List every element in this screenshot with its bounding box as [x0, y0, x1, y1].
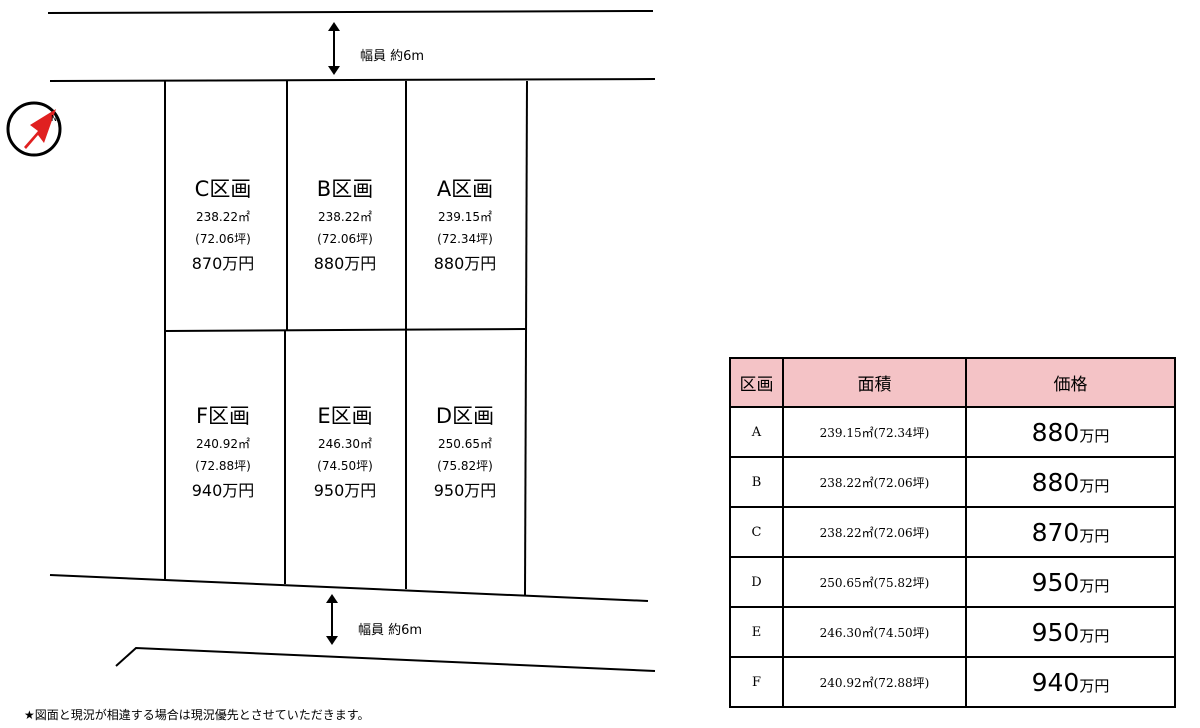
plot-tsubo: (74.50坪) — [317, 459, 373, 473]
plot-area: 246.30㎡ — [318, 437, 372, 451]
plot-price: 880万円 — [433, 254, 497, 273]
plot-name: F区画 — [195, 404, 251, 428]
north-letter: N — [51, 114, 57, 123]
plot-name: C区画 — [194, 177, 252, 201]
price-number: 880 — [1031, 467, 1080, 497]
footnote: ★図面と現況が相違する場合は現況優先とさせていただきます。 — [24, 708, 370, 722]
plot-label-d: D区画 250.65㎡ (75.82坪) 950万円 — [405, 403, 525, 504]
cell-plot: F — [729, 656, 784, 708]
price-unit: 万円 — [1079, 476, 1110, 495]
cell-plot: D — [729, 556, 784, 608]
plot-label-b: B区画 238.22㎡ (72.06坪) 880万円 — [285, 176, 405, 277]
header-area: 面積 — [782, 357, 967, 408]
cell-area: 250.65㎡(75.82坪) — [782, 556, 967, 608]
price-number: 870 — [1031, 517, 1080, 547]
road-width-arrow-bottom — [326, 594, 338, 645]
plot-area: 238.22㎡ — [318, 210, 372, 224]
header-plot: 区画 — [729, 357, 784, 408]
plot-tsubo: (72.88坪) — [195, 459, 251, 473]
cell-plot: E — [729, 606, 784, 658]
plot-name: B区画 — [316, 177, 374, 201]
road-edge-top-inner — [49, 78, 656, 82]
road-width-label-bottom: 幅員 約6m — [358, 623, 423, 638]
plot-price: 870万円 — [191, 254, 255, 273]
cell-area: 240.92㎡(72.88坪) — [782, 656, 967, 708]
cell-plot: A — [729, 406, 784, 458]
price-number: 940 — [1031, 667, 1080, 697]
cell-area: 238.22㎡(72.06坪) — [782, 456, 967, 508]
road-edge-bottom-inner — [49, 574, 649, 602]
cell-plot: C — [729, 506, 784, 558]
plot-tsubo: (75.82坪) — [437, 459, 493, 473]
cell-price: 950万円 — [965, 606, 1176, 658]
road-width-label-top: 幅員 約6m — [360, 49, 425, 64]
price-number: 950 — [1031, 617, 1080, 647]
plot-label-e: E区画 246.30㎡ (74.50坪) 950万円 — [285, 403, 405, 504]
plot-area: 250.65㎡ — [438, 437, 492, 451]
plot-label-a: A区画 239.15㎡ (72.34坪) 880万円 — [405, 176, 525, 277]
cell-price: 880万円 — [965, 406, 1176, 458]
price-unit: 万円 — [1079, 576, 1110, 595]
road-width-arrow-top — [328, 22, 340, 75]
price-unit: 万円 — [1079, 426, 1110, 445]
price-unit: 万円 — [1079, 526, 1110, 545]
plot-label-c: C区画 238.22㎡ (72.06坪) 870万円 — [163, 176, 283, 277]
plot-tsubo: (72.06坪) — [195, 232, 251, 246]
cell-area: 246.30㎡(74.50坪) — [782, 606, 967, 658]
plot-label-f: F区画 240.92㎡ (72.88坪) 940万円 — [163, 403, 283, 504]
plot-price: 950万円 — [313, 481, 377, 500]
plot-tsubo: (72.06坪) — [317, 232, 373, 246]
road-edge-top-outer — [47, 10, 654, 14]
price-number: 880 — [1031, 417, 1080, 447]
plot-area: 240.92㎡ — [196, 437, 250, 451]
plot-price: 940万円 — [191, 481, 255, 500]
price-number: 950 — [1031, 567, 1080, 597]
price-unit: 万円 — [1079, 626, 1110, 645]
plot-price: 880万円 — [313, 254, 377, 273]
cell-price: 950万円 — [965, 556, 1176, 608]
road-edge-bottom-outer — [115, 646, 656, 672]
cell-price: 880万円 — [965, 456, 1176, 508]
cell-plot: B — [729, 456, 784, 508]
plot-area: 239.15㎡ — [438, 210, 492, 224]
header-price: 価格 — [965, 357, 1176, 408]
cell-area: 238.22㎡(72.06坪) — [782, 506, 967, 558]
plot-name: D区画 — [435, 404, 495, 428]
price-unit: 万円 — [1079, 676, 1110, 695]
plot-price: 950万円 — [433, 481, 497, 500]
site-plan: N — [6, 10, 656, 672]
plot-tsubo: (72.34坪) — [437, 232, 493, 246]
cell-price: 870万円 — [965, 506, 1176, 558]
plot-area: 238.22㎡ — [196, 210, 250, 224]
plot-name: A区画 — [436, 177, 494, 201]
plot-boundaries — [164, 80, 528, 596]
table-header-row: 区画 面積 価格 — [729, 357, 1176, 408]
cell-price: 940万円 — [965, 656, 1176, 708]
plot-name: E区画 — [317, 404, 373, 428]
cell-area: 239.15㎡(72.34坪) — [782, 406, 967, 458]
north-compass-icon: N — [6, 101, 62, 157]
